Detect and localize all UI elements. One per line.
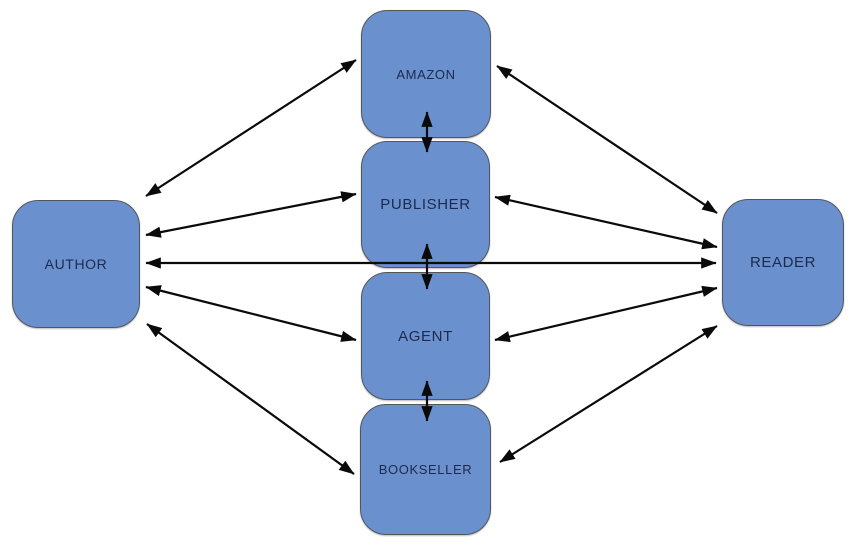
edge-publisher-reader (494, 194, 718, 250)
edge-author-publisher (145, 191, 357, 238)
edge-author-agent (145, 285, 357, 342)
node-agent: AGENT (361, 272, 490, 400)
node-author: AUTHOR (12, 200, 140, 328)
edge-author-bookseller (146, 323, 355, 475)
node-amazon-label: AMAZON (396, 66, 456, 82)
edge-author-amazon (145, 59, 357, 197)
edge-agent-reader (494, 285, 718, 343)
edge-amazon-reader (496, 65, 718, 214)
edge-bookseller-reader (499, 325, 718, 463)
node-agent-label: AGENT (398, 327, 453, 345)
node-reader: READER (722, 199, 844, 326)
node-amazon: AMAZON (361, 10, 491, 138)
node-reader-label: READER (749, 254, 817, 271)
node-publisher: PUBLISHER (361, 141, 490, 268)
node-publisher-label: PUBLISHER (380, 196, 471, 213)
node-bookseller-label: BOOKSELLER (378, 462, 473, 477)
node-bookseller: BOOKSELLER (360, 404, 491, 535)
node-author-label: AUTHOR (44, 256, 108, 272)
